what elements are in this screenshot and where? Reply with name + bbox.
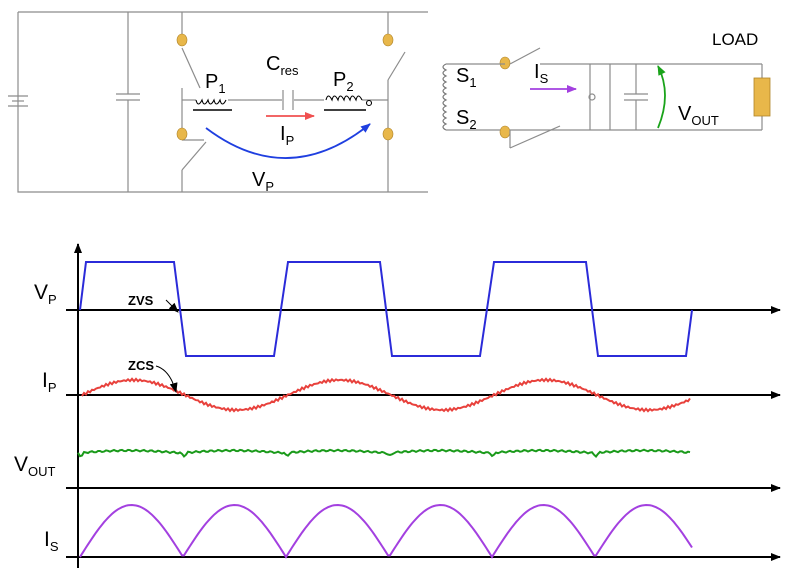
- vp-wave-label: VP: [34, 281, 57, 307]
- zcs-annotation: ZCS: [128, 358, 154, 373]
- zcs-pointer: [155, 365, 178, 393]
- zvs-pointer: [165, 299, 179, 313]
- battery-icon: [8, 95, 28, 107]
- s1-label: S1: [456, 65, 477, 90]
- load-label: LOAD: [712, 30, 758, 49]
- input-capacitor-icon: [116, 12, 140, 192]
- p2-label: P2: [333, 69, 354, 94]
- zvs-annotation: ZVS: [128, 293, 154, 308]
- switch-pad: [176, 127, 188, 141]
- switch-pad: [176, 33, 188, 47]
- vout-wave-label: VOUT: [14, 453, 56, 479]
- vp-arrow-icon: [205, 123, 371, 159]
- vp-circuit-label: VP: [252, 169, 274, 194]
- cres-capacitor-icon: [282, 90, 294, 110]
- ip-waveform: [81, 377, 691, 413]
- s2-label: S2: [456, 107, 477, 132]
- is-wave-label: IS: [44, 528, 59, 554]
- switch-pads: [176, 33, 511, 141]
- p1-label: P1: [205, 71, 226, 96]
- load-resistor-icon: [753, 77, 771, 117]
- switch-pad: [382, 33, 394, 47]
- switch-pad: [382, 127, 394, 141]
- vout-circuit-label: VOUT: [678, 103, 719, 128]
- switch-pad: [499, 56, 511, 70]
- p1-coil-icon: [193, 98, 232, 111]
- secondary-circuit: [442, 47, 763, 149]
- ip-circuit-label: IP: [280, 123, 294, 148]
- ip-wave-label: IP: [42, 369, 57, 395]
- is-circuit-label: IS: [534, 61, 549, 86]
- cres-label: Cres: [266, 53, 299, 78]
- primary-outer-wire: [17, 11, 428, 193]
- is-waveform: [79, 503, 693, 559]
- p2-coil-icon: [324, 95, 373, 111]
- secondary-coil-icon: [442, 63, 448, 131]
- switch-pad: [499, 125, 511, 139]
- primary-circuit: [8, 11, 428, 193]
- vout-arrow-icon: [657, 65, 666, 129]
- vout-waveform: [77, 448, 691, 458]
- vp-waveform: [79, 261, 693, 357]
